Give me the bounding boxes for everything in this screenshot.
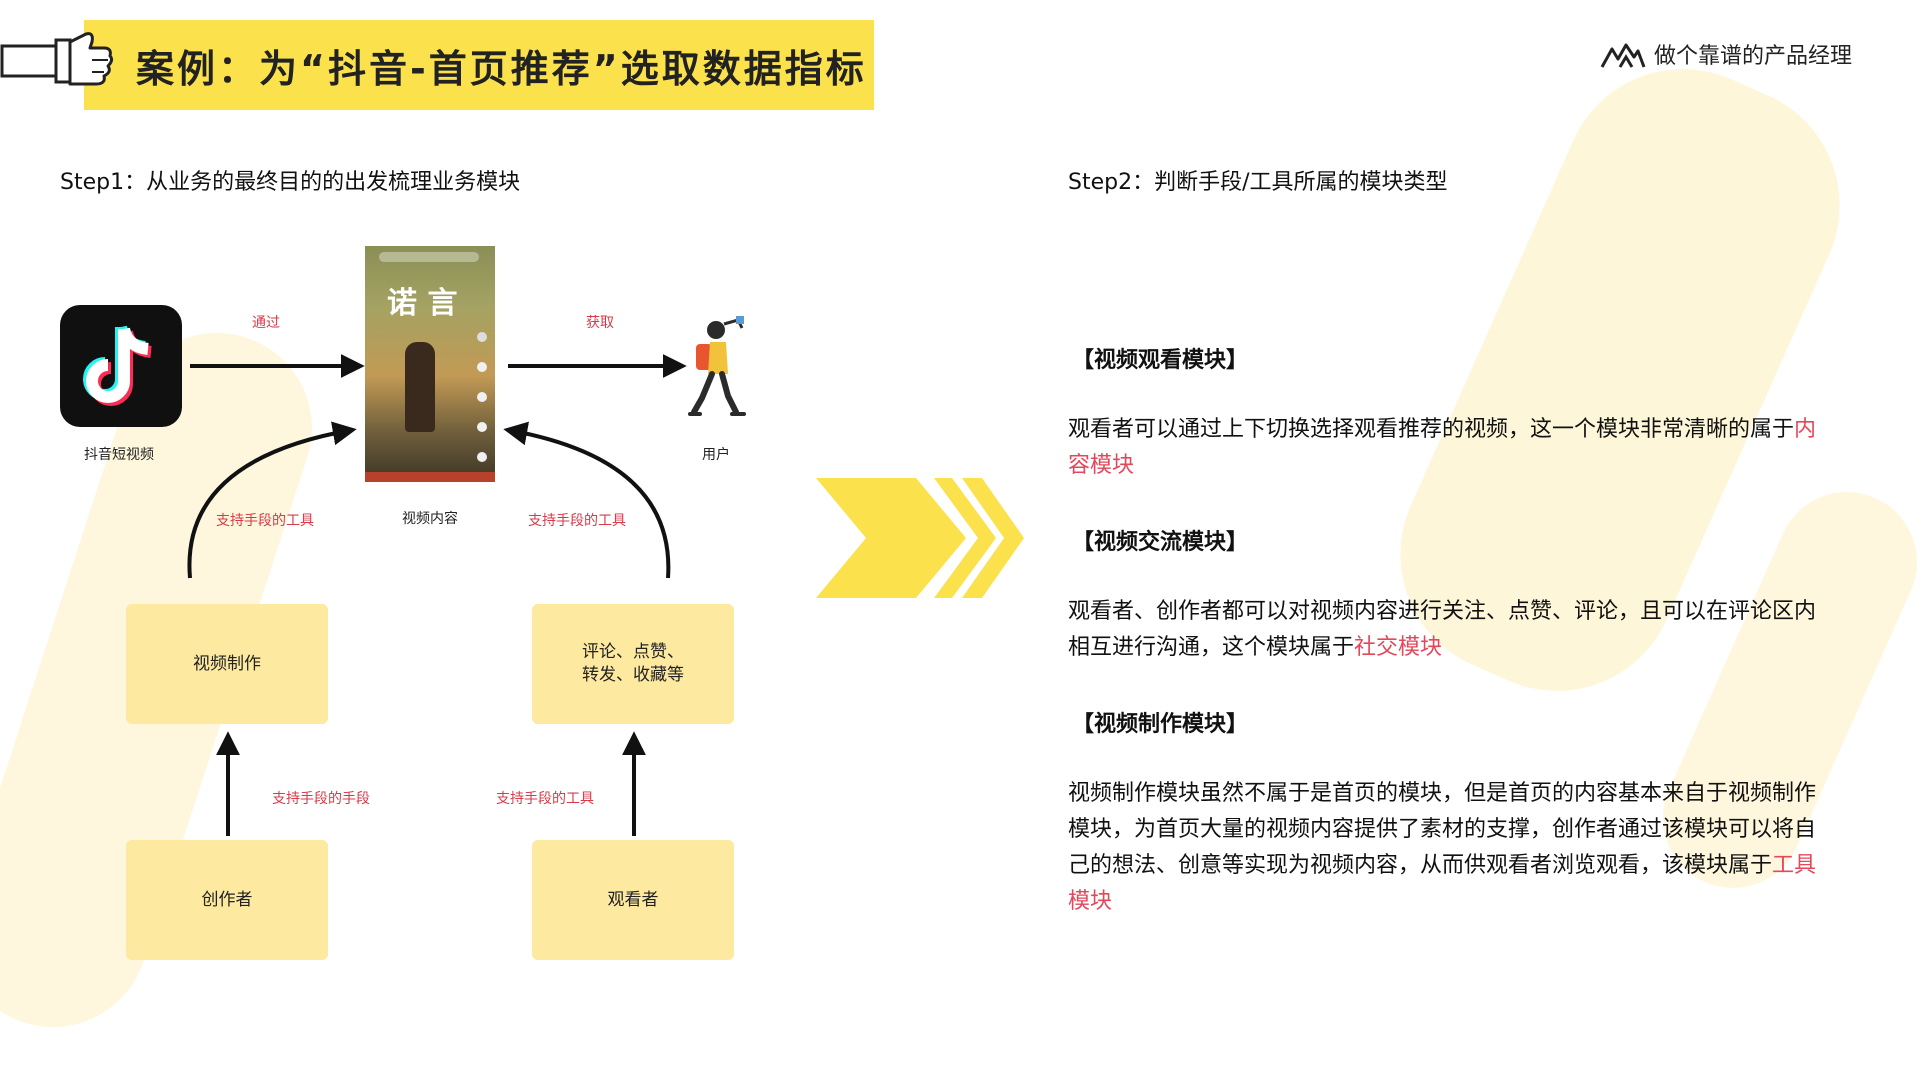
box-interactions: 评论、点赞、 转发、收藏等 [532,604,734,724]
box-creator-label: 创作者 [201,889,253,910]
arrow-right-arc [503,421,671,579]
content-caption: 视频内容 [402,511,458,527]
arrow-left-arc [187,421,357,579]
page-title: 案例：为“抖音-首页推荐”选取数据指标 [136,47,867,91]
box-video-make: 视频制作 [126,604,328,724]
diagram-arrows [187,354,687,836]
brand-name: 做个靠谱的产品经理 [1654,44,1853,69]
highlight-tool-module: 工具模块 [1068,853,1817,914]
phone-person-figure [405,342,435,432]
title-banner [84,20,874,110]
tiktok-note-icon [83,325,152,406]
box-interactions-line2: 转发、收藏等 [582,665,684,685]
pointing-hand-icon [0,32,114,86]
step1-label: Step1：从业务的最终目的的出发梳理业务模块 [60,170,521,195]
box-viewer-label: 观看者 [607,889,659,910]
edge-label-left-up: 支持手段的手段 [272,791,370,807]
brand-mountain-icon [1600,43,1646,68]
box-video-make-label: 视频制作 [193,653,261,674]
app-caption: 抖音短视频 [84,447,154,463]
brand-logo: 做个靠谱的产品经理 [1600,38,1852,70]
highlight-social-module: 社交模块 [1354,635,1443,660]
box-creator: 创作者 [126,840,328,960]
section-text-make: 视频制作模块虽然不属于是首页的模块，但是首页的内容基本来自于视频制作模块，为首页… [1068,781,1817,914]
box-interactions-line1: 评论、点赞、 [582,642,684,663]
chevron-arrow-icon [816,478,1024,598]
section-text-watch: 观看者可以通过上下切换选择观看推荐的视频，这一个模块非常清晰的属于内容模块 [1068,417,1817,478]
phone-video-title: 诺 言 [387,286,458,321]
box-viewer: 观看者 [532,840,734,960]
highlight-content-module: 内容模块 [1068,417,1817,478]
section-text-social: 观看者、创作者都可以对视频内容进行关注、点赞、评论，且可以在评论区内相互进行沟通… [1068,599,1817,660]
user-caption: 用户 [702,447,730,463]
step2-label: Step2：判断手段/工具所属的模块类型 [1068,170,1448,195]
tiktok-logo [60,305,182,427]
section-heading-social: 【视频交流模块】 [1072,530,1249,555]
edge-label-right-arc: 支持手段的工具 [528,513,626,529]
edge-label-via: 通过 [252,315,280,331]
edge-label-left-arc: 支持手段的工具 [216,513,314,529]
edge-label-get: 获取 [586,315,614,331]
phone-side-actions [477,332,487,462]
section-heading-make: 【视频制作模块】 [1072,712,1249,737]
phone-bottom-bar [365,472,495,482]
user-figure-icon [688,316,746,416]
video-content-screenshot: 诺 言 [365,246,495,482]
edge-label-right-up: 支持手段的工具 [496,791,594,807]
section-heading-watch: 【视频观看模块】 [1072,348,1249,373]
phone-search-bar [379,252,479,262]
